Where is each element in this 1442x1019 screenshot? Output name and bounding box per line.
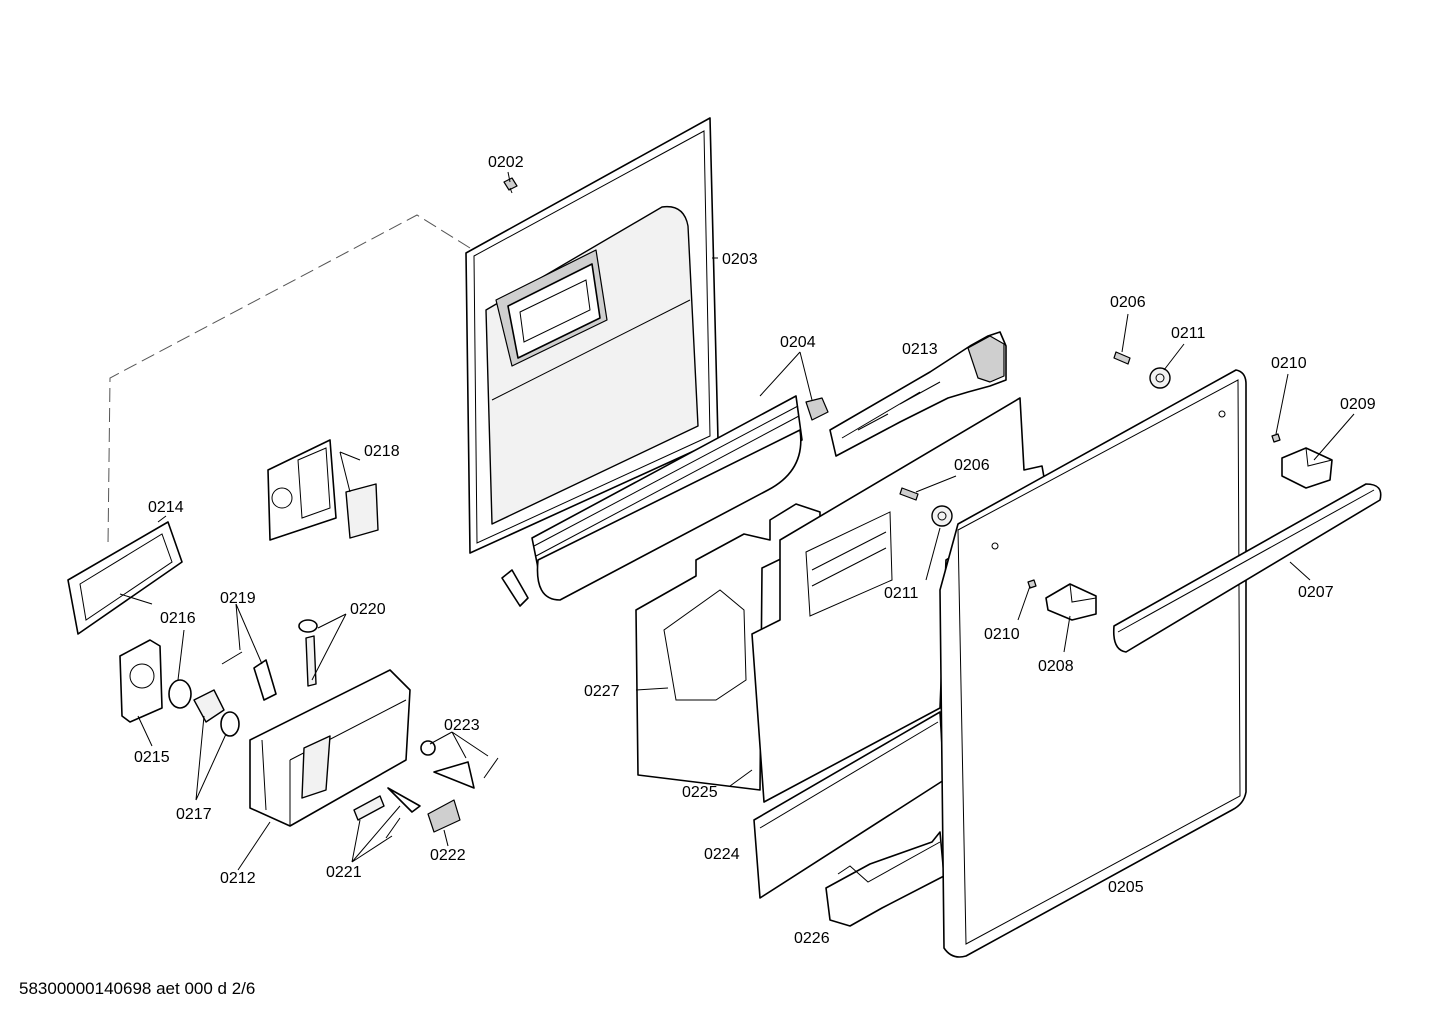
part-0217-knob (193, 689, 240, 737)
part-0211-washer-lower (931, 505, 953, 527)
leader-lines (119, 171, 1355, 871)
part-0212-dispenser-body (249, 669, 411, 827)
callout-0216: 0216 (160, 610, 196, 627)
part-0208-end-cap (1045, 583, 1097, 621)
part-0226-foot-strip (825, 831, 945, 927)
part-0211-washer-upper (1149, 367, 1171, 389)
part-0216-ring (168, 679, 192, 709)
part-0219-spring-lever (221, 651, 277, 701)
callout-0226: 0226 (794, 930, 830, 947)
callout-0218: 0218 (364, 443, 400, 460)
callout-0219: 0219 (220, 590, 256, 607)
callout-0208: 0208 (1038, 658, 1074, 675)
callout-0215: 0215 (134, 749, 170, 766)
part-0220-valve (298, 619, 318, 687)
part-0227-insulation (635, 503, 821, 791)
part-0202-screw (503, 177, 518, 194)
part-0213-hinge-bracket (829, 331, 1007, 457)
part-0218-dispenser-cover (267, 439, 379, 541)
callout-0227: 0227 (584, 683, 620, 700)
part-0204-trim-strip (501, 395, 829, 607)
callout-0225: 0225 (682, 784, 718, 801)
drawing-reference-code: 58300000140698 aet 000 d 2/6 (19, 979, 256, 998)
part-0215-knob-housing (119, 639, 163, 723)
callout-0213: 0213 (902, 341, 938, 358)
part-0203-inner-door-panel (465, 117, 719, 554)
part-0223-catch (420, 740, 499, 789)
callout-0217: 0217 (176, 806, 212, 823)
part-0222-switch (427, 799, 461, 833)
part-0209-end-cap (1281, 447, 1333, 489)
callout-0211-lower: 0211 (884, 585, 919, 602)
callout-0210-lower: 0210 (984, 626, 1020, 643)
callout-0212: 0212 (220, 870, 256, 887)
callout-0203: 0203 (722, 251, 758, 268)
callout-0211-upper: 0211 (1171, 325, 1206, 342)
callout-0206-lower: 0206 (954, 457, 990, 474)
callout-0205: 0205 (1108, 879, 1144, 896)
part-0214-gasket (67, 521, 183, 635)
callout-0207: 0207 (1298, 584, 1334, 601)
callout-labels: 0202 0203 0204 0213 0206 0211 0210 0209 … (134, 154, 1376, 947)
part-0221-springs (353, 787, 421, 839)
callout-0204: 0204 (780, 334, 816, 351)
part-0206-screw-lower (899, 487, 919, 501)
callout-0206-upper: 0206 (1110, 294, 1146, 311)
callout-0210-upper: 0210 (1271, 355, 1307, 372)
part-0205-front-door (939, 369, 1247, 958)
callout-0214: 0214 (148, 499, 184, 516)
part-0225-outer-panel (751, 397, 1049, 803)
callout-0220: 0220 (350, 601, 386, 618)
part-0207-handle-bar (1112, 483, 1382, 653)
callout-0223: 0223 (444, 717, 480, 734)
callout-0209: 0209 (1340, 396, 1376, 413)
callout-0202: 0202 (488, 154, 524, 171)
part-0210-pin-upper (1271, 433, 1281, 443)
callout-0224: 0224 (704, 846, 740, 863)
part-0206-screw-upper (1113, 351, 1131, 365)
assembly-guide-line (107, 214, 471, 546)
callout-0221: 0221 (326, 864, 362, 881)
callout-0222: 0222 (430, 847, 466, 864)
